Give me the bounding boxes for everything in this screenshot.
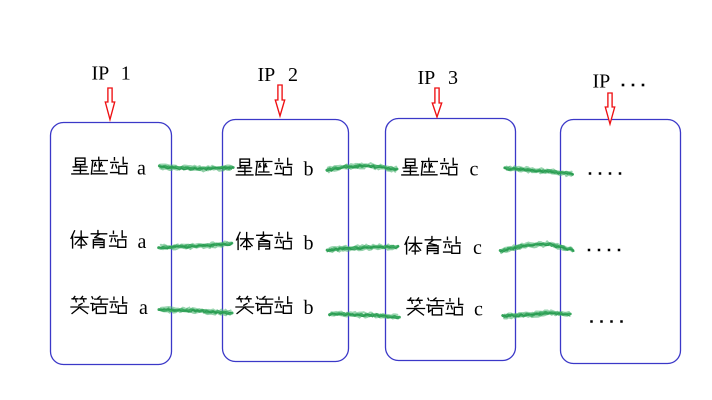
svg-text:c: c	[470, 159, 479, 181]
svg-text:b: b	[304, 233, 314, 255]
svg-text:c: c	[473, 237, 482, 259]
svg-text:IP: IP	[92, 63, 110, 85]
svg-text:1: 1	[121, 63, 131, 85]
svg-text:a: a	[138, 231, 147, 253]
svg-text:c: c	[474, 299, 483, 321]
svg-text:b: b	[304, 159, 314, 181]
svg-text:IP: IP	[258, 64, 276, 86]
svg-text:IP: IP	[418, 67, 436, 89]
svg-text:a: a	[139, 297, 148, 319]
svg-text:a: a	[137, 158, 146, 180]
svg-text:b: b	[304, 297, 314, 319]
svg-text:3: 3	[448, 67, 458, 89]
svg-text:IP: IP	[593, 71, 611, 93]
svg-text:2: 2	[288, 64, 298, 86]
